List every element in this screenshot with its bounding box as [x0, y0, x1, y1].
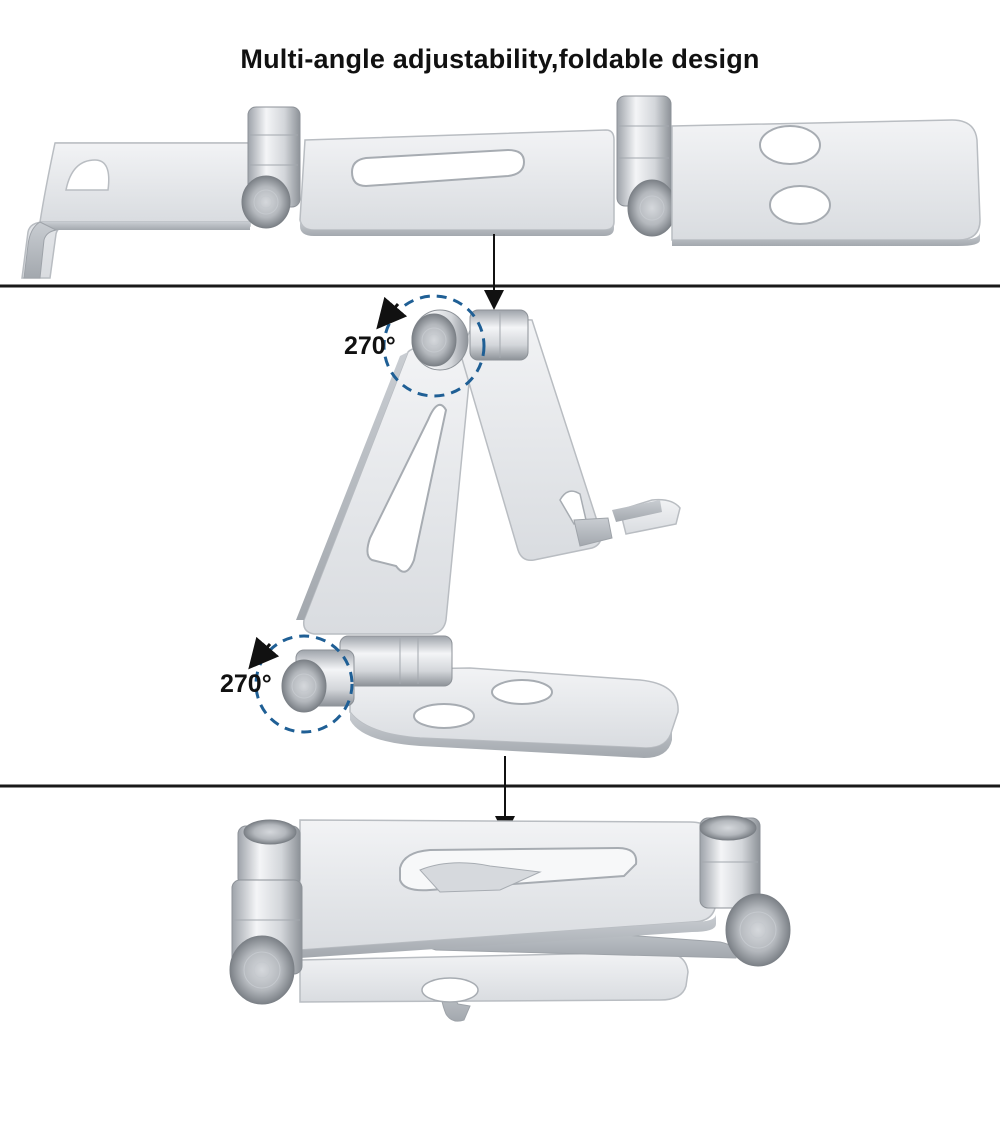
angle-label-bottom: 270° — [220, 670, 272, 698]
headline: Multi-angle adjustability,foldable desig… — [240, 44, 760, 74]
rotation-indicator-top — [376, 294, 486, 398]
opened-stand — [281, 309, 681, 758]
unfolded-stand — [21, 95, 981, 279]
folded-stand — [229, 815, 791, 1022]
rotation-indicator-bottom — [248, 634, 354, 734]
angle-label-top: 270° — [344, 332, 396, 360]
